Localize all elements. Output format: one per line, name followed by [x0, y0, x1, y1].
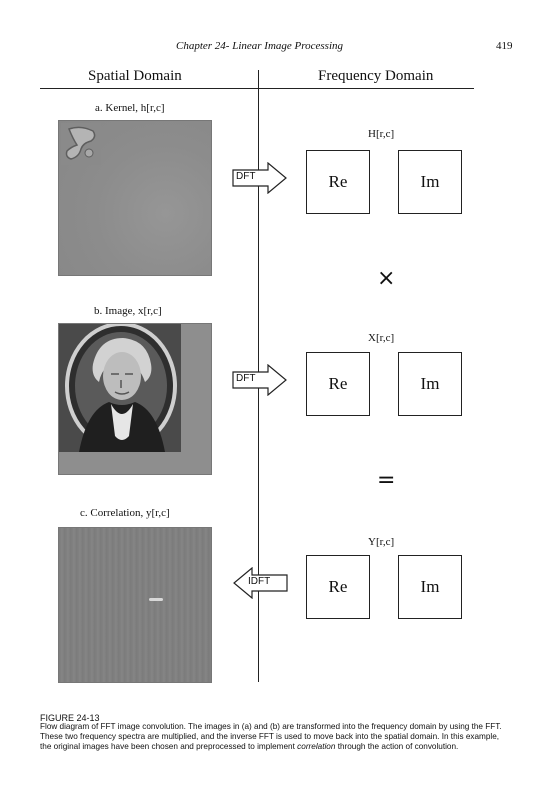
multiply-operator: × — [377, 266, 396, 291]
idft-arrow-left — [233, 567, 288, 599]
figure-caption: Flow diagram of FFT image convolution. T… — [40, 722, 502, 752]
im-box-3: Im — [398, 555, 462, 619]
re-box: Re — [306, 150, 370, 214]
caption-emphasis: correlation — [297, 742, 336, 751]
X-label: X[r,c] — [368, 332, 395, 344]
heading-rule — [40, 88, 474, 89]
caption-tail: through the action of convolution. — [337, 742, 459, 751]
caption-main: Flow diagram of FFT image convolution. T… — [40, 722, 502, 751]
frequency-domain-heading: Frequency Domain — [318, 68, 434, 84]
image-label: b. Image, x[r,c] — [94, 305, 162, 317]
dft-arrow-label-2: DFT — [236, 373, 256, 384]
equals-operator: = — [377, 468, 396, 493]
kernel-label: a. Kernel, h[r,c] — [95, 102, 165, 114]
page-number: 419 — [496, 40, 513, 52]
re-box-2: Re — [306, 352, 370, 416]
portrait-engraving — [59, 324, 181, 452]
spatial-domain-heading: Spatial Domain — [88, 68, 182, 84]
correlation-image — [58, 527, 212, 683]
re-box-3: Re — [306, 555, 370, 619]
kernel-glyph — [61, 123, 101, 165]
dft-arrow-right — [232, 162, 287, 194]
kernel-image — [58, 120, 212, 276]
im-box-2: Im — [398, 352, 462, 416]
dft-arrow-label: DFT — [236, 171, 256, 182]
dft-arrow-right-2 — [232, 364, 287, 396]
correlation-peak — [149, 598, 163, 601]
idft-arrow-label: IDFT — [248, 576, 271, 587]
correlation-label: c. Correlation, y[r,c] — [80, 507, 170, 519]
figure-label: FIGURE 24-13 — [40, 713, 100, 723]
im-box: Im — [398, 150, 462, 214]
H-label: H[r,c] — [368, 128, 395, 140]
Y-label: Y[r,c] — [368, 536, 395, 548]
portrait-image — [58, 323, 212, 475]
chapter-header: Chapter 24- Linear Image Processing — [176, 40, 344, 52]
